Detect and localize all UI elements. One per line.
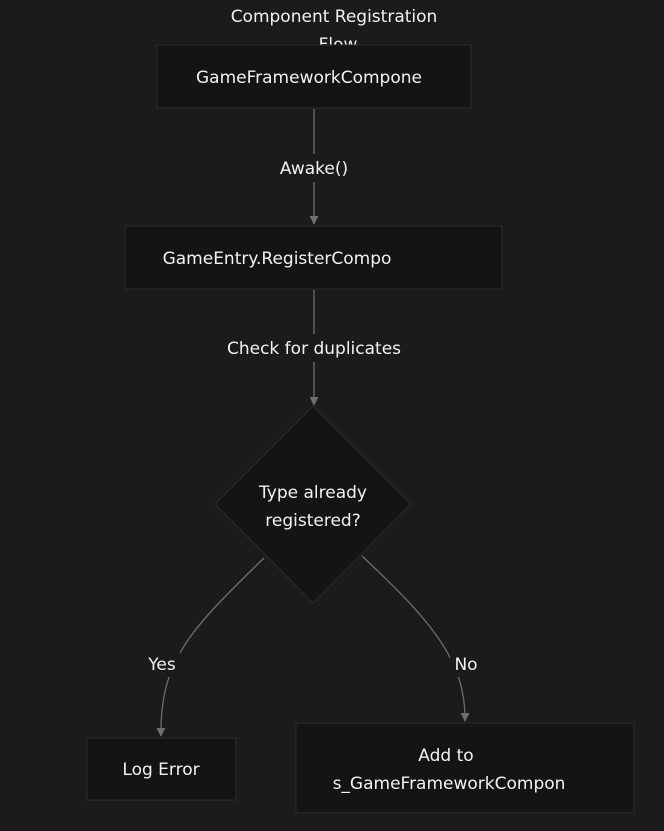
node-box-log-error xyxy=(86,737,237,801)
edge-label-yes-text: Yes xyxy=(147,655,176,675)
edge-label-no: No xyxy=(450,651,482,677)
node-register-component: GameEntry.RegisterCompo xyxy=(124,225,503,290)
decision-label-line2: registered? xyxy=(265,511,360,531)
edge-label-awake: Awake() xyxy=(276,154,352,182)
decision-diamond xyxy=(214,405,412,604)
edge-label-awake-text: Awake() xyxy=(280,159,348,179)
node-label-component: GameFrameworkCompone xyxy=(196,68,422,88)
node-box-add xyxy=(295,722,635,814)
node-box-component xyxy=(156,44,472,109)
node-game-framework-component: GameFrameworkCompone xyxy=(156,44,472,109)
edge-label-yes: Yes xyxy=(144,651,180,677)
diagram-title-line1: Component Registration xyxy=(231,7,438,27)
node-label-add-line2: s_GameFrameworkCompon xyxy=(333,774,566,794)
node-log-error: Log Error xyxy=(86,737,237,801)
node-decision-type-registered: Type already registered? xyxy=(214,405,412,604)
edge-decision-no xyxy=(361,555,470,722)
node-label-add-line1: Add to xyxy=(418,746,473,766)
edge-label-no-text: No xyxy=(454,655,477,675)
node-add-component: Add to s_GameFrameworkCompon xyxy=(295,722,635,814)
node-label-log-error: Log Error xyxy=(122,760,199,780)
edge-label-check: Check for duplicates xyxy=(222,334,406,362)
node-box-register xyxy=(124,225,503,290)
decision-label-line1: Type already xyxy=(258,483,367,503)
edge-decision-yes xyxy=(156,557,265,737)
edge-label-check-text: Check for duplicates xyxy=(227,339,401,359)
node-label-register: GameEntry.RegisterCompo xyxy=(163,249,392,269)
